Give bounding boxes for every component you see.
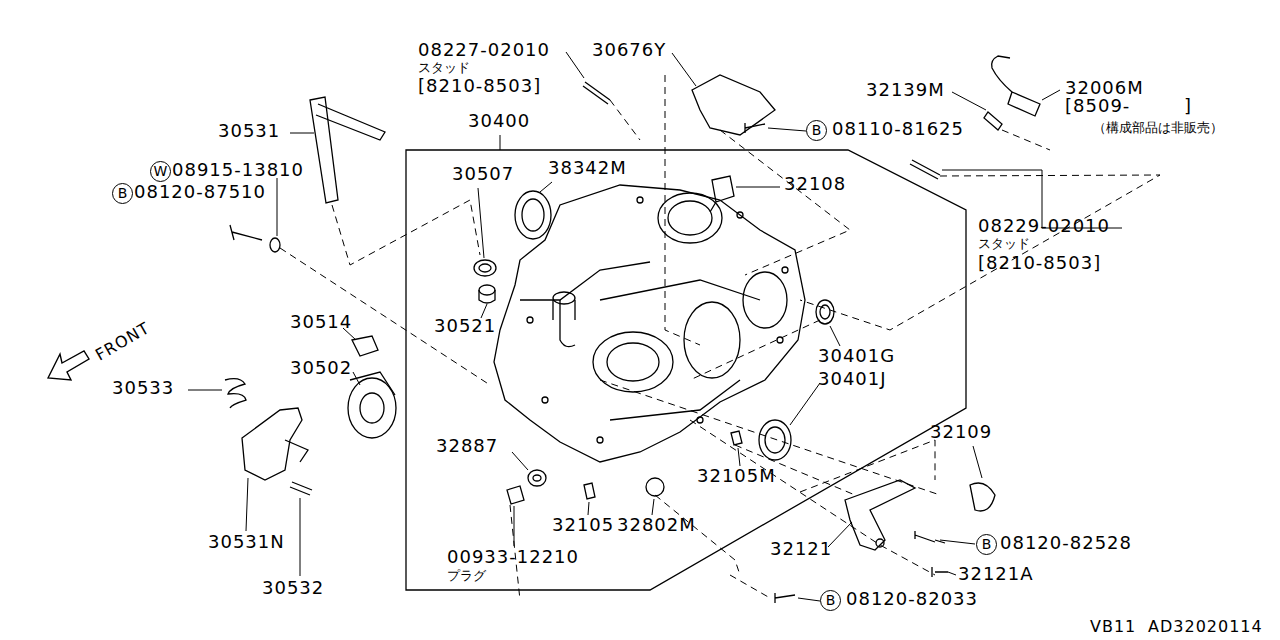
callout-number: 30401J (818, 369, 887, 389)
callout-number: 32139M (866, 80, 945, 100)
callout-number: 30676Y (592, 40, 666, 60)
callout-number: 32802M (617, 515, 696, 535)
callout-number: [8210-8503] (418, 76, 541, 96)
callout-number: 00933-12210 (447, 547, 579, 567)
callout-number: 08915-13810 (172, 160, 304, 180)
note-text: （構成部品は非販売） (1093, 120, 1223, 135)
callout-number: 08229-02010 (978, 216, 1110, 236)
callout-number: 32108 (784, 174, 846, 194)
callout-number: 30401G (818, 346, 895, 366)
callout-number: 32006M (1065, 78, 1144, 98)
callout-number: [8210-8503] (978, 253, 1101, 273)
transmission-case (494, 185, 805, 462)
note-text: プラグ (447, 568, 486, 583)
callout-number: 30531N (208, 532, 285, 552)
callout-number: 08120-82033 (846, 589, 978, 609)
note-text: スタッド (418, 60, 470, 75)
direction-label: FRONT (92, 318, 154, 365)
fastener-mark: B (820, 590, 841, 611)
callout-number: 30521 (434, 316, 496, 336)
fastener-mark: W (150, 161, 171, 182)
callout-number: 30533 (112, 378, 174, 398)
callout-number: 08110-81625 (832, 119, 964, 139)
callout-number: [8509- ] (1065, 96, 1192, 116)
fastener-mark: B (112, 183, 133, 204)
callout-number: 32887 (436, 436, 498, 456)
callout-number: 30507 (452, 164, 514, 184)
callout-number: 32105 (552, 515, 614, 535)
note-text: スタッド (978, 236, 1030, 251)
callout-number: 30502 (290, 358, 352, 378)
drawing-code: AD32020114 (1148, 618, 1263, 636)
fastener-mark: B (806, 120, 827, 141)
callout-number: 38342M (548, 158, 627, 178)
callout-number: 30514 (290, 312, 352, 332)
fastener-mark: B (976, 534, 997, 555)
callout-number: 30400 (468, 111, 530, 131)
callout-number: 32109 (930, 422, 992, 442)
callout-number: 30531 (218, 121, 280, 141)
callout-number: 32105M (697, 466, 776, 486)
callout-number: 32121A (958, 564, 1034, 584)
callout-number: 30532 (262, 578, 324, 598)
callout-number: 08227-02010 (418, 40, 550, 60)
callout-number: 08120-87510 (134, 182, 266, 202)
callout-number: 08120-82528 (1000, 533, 1132, 553)
drawing-code: VB11 (1090, 618, 1136, 636)
region-outline (406, 150, 966, 590)
callout-number: 32121 (770, 539, 832, 559)
front-arrow (48, 351, 89, 380)
